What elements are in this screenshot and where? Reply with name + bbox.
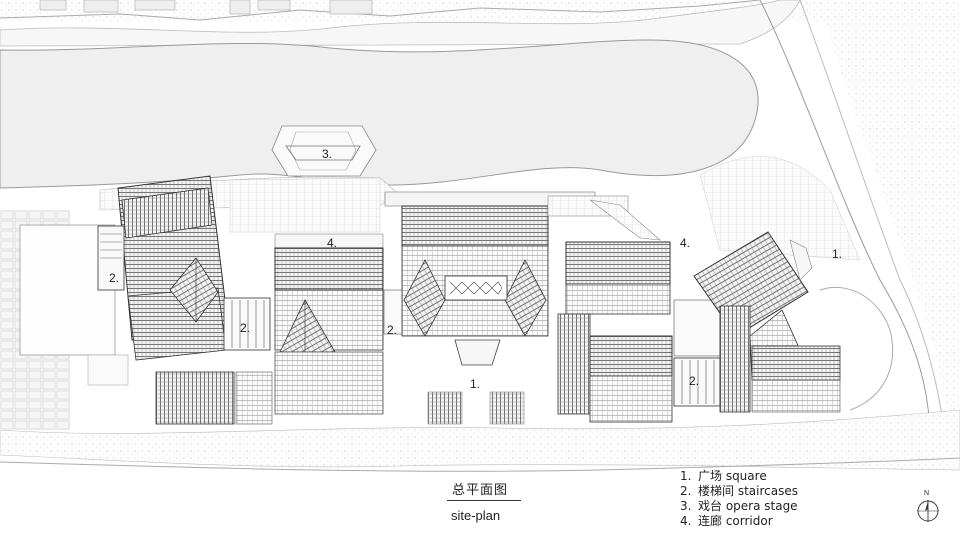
legend-item-staircases: 2. 楼梯间 staircases — [680, 484, 798, 499]
title-chinese: 总平面图 — [452, 483, 509, 498]
legend-text: 楼梯间 staircases — [698, 484, 798, 498]
label-square: 1. — [470, 377, 480, 391]
legend-number: 1. — [680, 469, 692, 483]
north-arrow-icon: N — [914, 490, 942, 524]
legend-item-square: 1. 广场 square — [680, 469, 798, 484]
legend-number: 4. — [680, 514, 692, 528]
label-staircase-4: 2. — [689, 374, 699, 388]
legend-item-opera-stage: 3. 戏台 opera stage — [680, 499, 798, 514]
label-corridor-east: 4. — [680, 236, 690, 250]
title-english: site-plan — [451, 508, 501, 523]
legend-text: 广场 square — [698, 469, 767, 483]
legend: 1. 广场 square 2. 楼梯间 staircases 3. 戏台 opera … — [680, 469, 798, 529]
label-staircase-2: 2. — [240, 321, 250, 335]
legend-number: 3. — [680, 499, 692, 513]
legend-item-corridor: 4. 连廊 corridor — [680, 514, 798, 529]
label-opera-stage: 3. — [322, 147, 332, 161]
legend-text: 戏台 opera stage — [698, 499, 798, 513]
label-staircase-3: 2. — [387, 323, 397, 337]
label-square-east: 1. — [832, 247, 842, 261]
label-staircase-west: 2. — [109, 271, 119, 285]
label-corridor-west: 4. — [327, 236, 337, 250]
north-label: N — [924, 490, 930, 497]
legend-text: 连廊 corridor — [698, 514, 773, 528]
legend-number: 2. — [680, 484, 692, 498]
title-divider — [447, 500, 521, 501]
